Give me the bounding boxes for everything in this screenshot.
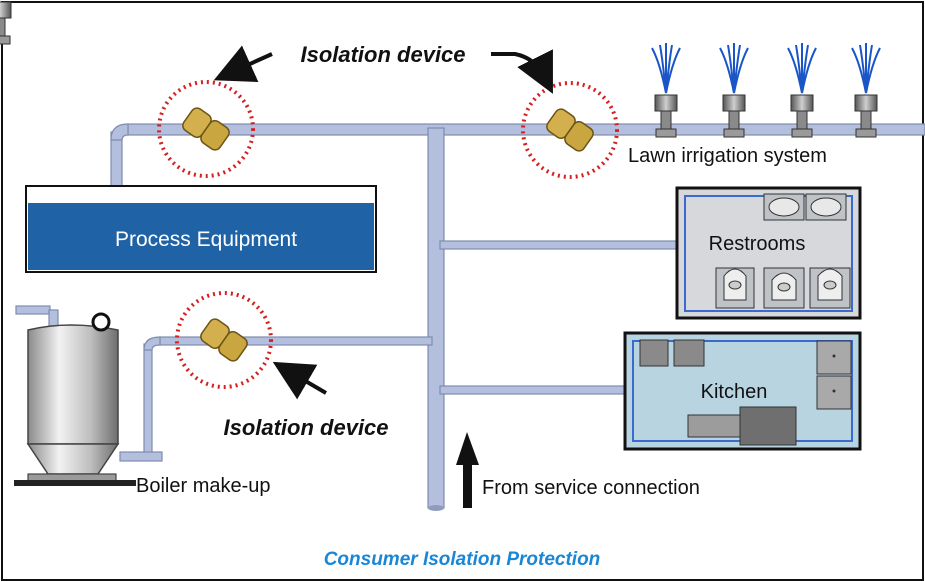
valve-process (157, 80, 255, 178)
sink-icon (805, 193, 847, 221)
toilet-icon (763, 267, 805, 309)
lawn-irrigation-label: Lawn irrigation system (628, 145, 827, 167)
stove-icon (816, 340, 852, 410)
process-equipment-label: Process Equipment (115, 228, 297, 251)
valve-lawn (521, 81, 619, 179)
toilet-icon (809, 267, 851, 309)
restrooms-room: Restrooms (675, 186, 862, 320)
tank-vent-pipe (15, 305, 51, 315)
valve-icon (182, 107, 230, 151)
boiler-elbow-pipe (143, 336, 161, 351)
process-equipment: Process Equipment (25, 185, 377, 273)
valve-boiler (175, 291, 273, 389)
isolation-device-top-label: Isolation device (300, 42, 465, 67)
cabinet-icon (639, 339, 669, 367)
boiler-riser-pipe (143, 343, 153, 457)
boiler-tank-icon (14, 324, 136, 486)
lawn-irrigation: Lawn irrigation system (0, 0, 881, 167)
process-elbow-pipe (110, 123, 129, 141)
diagram-caption: Consumer Isolation Protection (324, 549, 601, 570)
service-trunk-pipe (427, 127, 445, 509)
kitchen-label: Kitchen (701, 381, 768, 403)
valve-icon (546, 108, 594, 152)
cabinet-icon (673, 339, 705, 367)
sprinkler-icon (0, 0, 12, 45)
service-connection-label: From service connection (482, 477, 700, 499)
kitchen-branch-pipe (439, 385, 629, 395)
arrow-icon (213, 45, 553, 400)
boiler-label: Boiler make-up (136, 475, 271, 497)
sink-icon (763, 193, 805, 221)
isolation-device-bottom-label: Isolation device (223, 415, 388, 440)
trunk-end-cap (428, 505, 444, 511)
kitchen-room: Kitchen (623, 331, 862, 451)
boiler-feed-pipe (119, 451, 163, 462)
valve-icon (200, 318, 248, 362)
appliance-icon (739, 406, 797, 446)
restroom-branch-pipe (439, 240, 685, 250)
pressure-gauge-icon (91, 312, 111, 332)
restrooms-label: Restrooms (709, 233, 806, 255)
service-arrow (456, 432, 479, 508)
pipe-network (15, 123, 925, 509)
toilet-icon (715, 267, 755, 309)
counter-icon (687, 414, 741, 438)
